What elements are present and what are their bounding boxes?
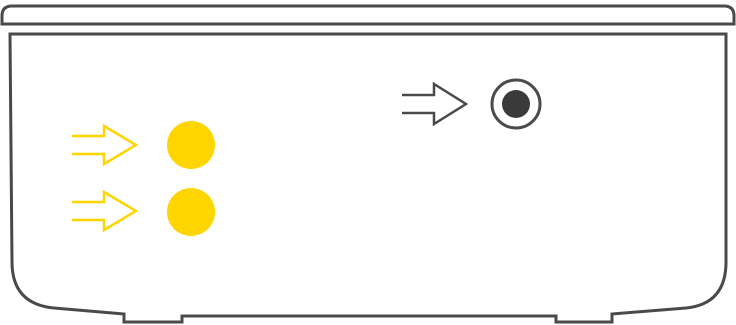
reset-button-ring (490, 78, 542, 130)
led-arrow-icon-bottom (72, 189, 139, 233)
device-body (8, 32, 728, 324)
device-lid (0, 4, 736, 26)
led-indicator-bottom (167, 188, 215, 236)
led-indicator-top (167, 121, 215, 169)
reset-button[interactable] (502, 90, 530, 118)
button-arrow-icon (402, 81, 469, 127)
led-arrow-icon-top (72, 123, 139, 167)
